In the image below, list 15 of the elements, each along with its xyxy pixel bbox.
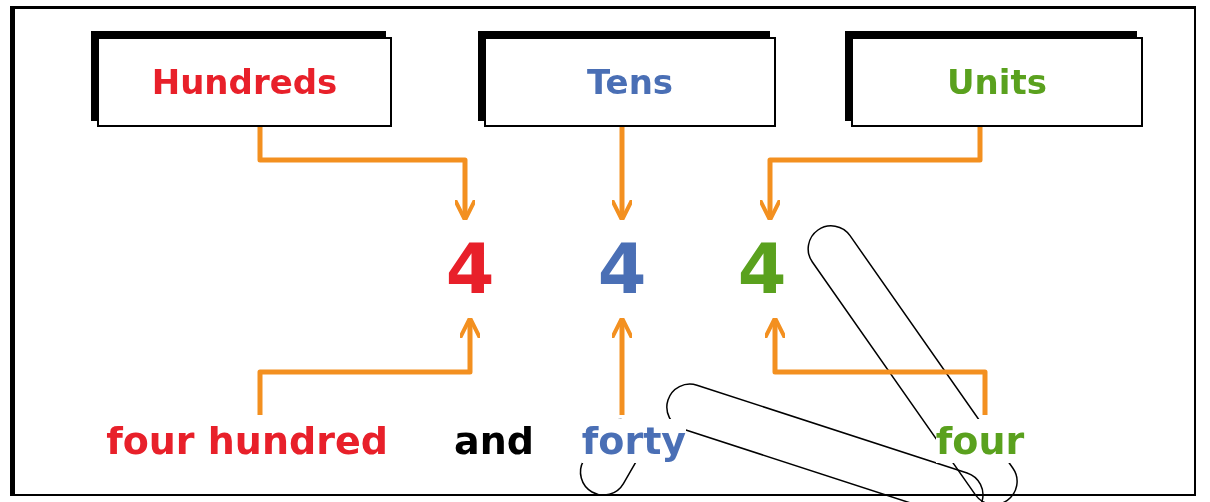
digit: 4 [445, 228, 495, 310]
box-label: Tens [586, 62, 674, 102]
arrow [257, 316, 482, 415]
connecting-word: and [453, 418, 535, 465]
arrow [758, 127, 983, 222]
arrow [763, 316, 988, 415]
number-word: forty [581, 419, 687, 463]
arrow [610, 316, 634, 415]
box-label: Units [947, 62, 1047, 102]
number-word: four [935, 419, 1025, 463]
arrow [257, 127, 477, 222]
digit: 4 [597, 228, 647, 310]
digit: 4 [737, 228, 787, 310]
box-label: Hundreds [151, 62, 338, 102]
arrow [610, 127, 634, 222]
